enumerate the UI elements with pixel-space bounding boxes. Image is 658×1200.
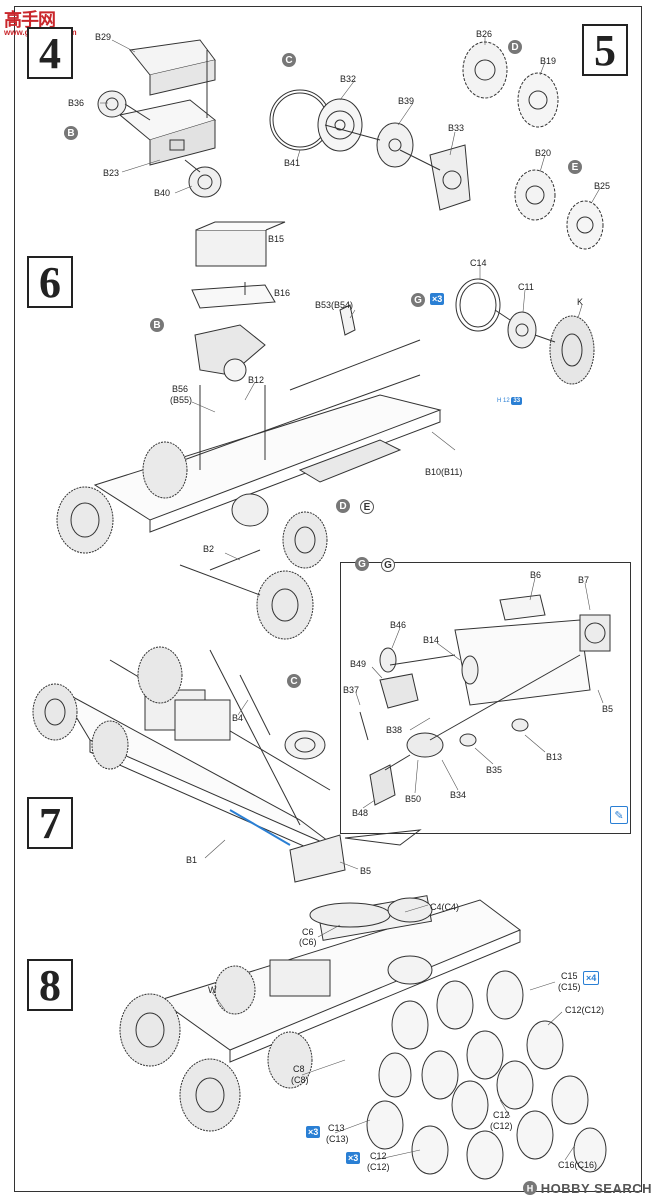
logo-title: 高手网 (4, 10, 56, 30)
detail-inset (340, 562, 631, 834)
part-label: (C8) (291, 1075, 309, 1085)
part-label: C6 (302, 927, 314, 937)
step6-art (56, 221, 595, 640)
part-label: C13 (328, 1123, 345, 1133)
part-label: B29 (95, 32, 112, 42)
sprue-marker: C (282, 53, 296, 67)
hobbysearch-logo-icon: H (522, 1181, 537, 1195)
part-label: C12 (493, 1110, 510, 1120)
part-label: B19 (540, 56, 557, 66)
quantity-badge: ×3 (306, 1126, 321, 1138)
part-label: W (208, 985, 217, 995)
part-label: (C13) (326, 1134, 349, 1144)
part-label: B7 (578, 575, 590, 585)
part-label: (C12) (367, 1162, 390, 1172)
step-5-number: 5 (582, 24, 628, 76)
part-label: B12 (248, 375, 265, 385)
part-label: B39 (398, 96, 415, 106)
watermark-mark: H (527, 1184, 534, 1194)
sprue-marker: G (381, 558, 395, 572)
part-label: C12 (370, 1151, 387, 1161)
hobbysearch-watermark: H HOBBY SEARCH (522, 1180, 652, 1196)
part-label: B48 (352, 808, 369, 818)
part-label: B5 (360, 866, 372, 876)
part-label: C4(C4) (430, 902, 460, 912)
part-label: B16 (274, 288, 291, 298)
part-label: B33 (448, 123, 465, 133)
part-label: B50 (405, 794, 422, 804)
part-label: C16(C16) (558, 1160, 598, 1170)
part-label: B4 (232, 713, 244, 723)
road-wheels (309, 897, 607, 1180)
part-label: B25 (594, 181, 611, 191)
leader-lines (100, 37, 604, 1161)
part-label: B26 (476, 29, 493, 39)
paint-number: 33 (511, 397, 523, 405)
part-label: B6 (530, 570, 542, 580)
part-label: B36 (68, 98, 85, 108)
step7-art (32, 646, 422, 883)
part-label: B35 (486, 765, 503, 775)
part-label: (C6) (299, 937, 317, 947)
step-7-number: 7 (27, 797, 73, 849)
sprue-marker: E (360, 500, 374, 514)
quantity-badge: ×4 (583, 971, 600, 985)
part-label: C8 (293, 1064, 305, 1074)
part-label: C12(C12) (565, 1005, 605, 1015)
step8-art (119, 895, 522, 1132)
part-label: (C15) (558, 982, 581, 992)
part-label: B56 (172, 384, 189, 394)
watermark-text: HOBBY SEARCH (540, 1180, 652, 1196)
part-label: C15 (561, 971, 578, 981)
part-label: (C12) (490, 1121, 513, 1131)
part-label: B5 (602, 704, 614, 714)
part-label: B41 (284, 158, 301, 168)
part-label: B10(B11) (425, 467, 463, 477)
sprue-marker: G (411, 293, 425, 307)
part-label: B2 (203, 544, 215, 554)
part-label: B15 (268, 234, 285, 244)
step-6-number: 6 (27, 256, 73, 308)
step-8-number: 8 (27, 959, 73, 1011)
part-label: B46 (390, 620, 407, 630)
part-label: B40 (154, 188, 171, 198)
step-4-number: 4 (27, 27, 73, 79)
part-label: B13 (546, 752, 563, 762)
sprue-marker: G (355, 557, 369, 571)
part-label: K (577, 297, 584, 307)
sprue-marker: C (287, 674, 301, 688)
paint-reference: H 12 33 (497, 397, 523, 405)
sprue-marker: D (508, 40, 522, 54)
part-label: C11 (518, 282, 534, 292)
step5-art (269, 41, 604, 250)
part-label: B53(B54) (315, 300, 354, 310)
inset-art (359, 594, 611, 806)
part-label: B37 (343, 685, 360, 695)
part-label: (B55) (170, 395, 193, 405)
part-label: B49 (350, 659, 367, 669)
sprue-marker: B (150, 318, 164, 332)
part-label: B38 (386, 725, 403, 735)
part-label: B32 (340, 74, 357, 84)
quantity-badge: ×3 (346, 1152, 361, 1164)
page-frame (14, 6, 642, 1192)
paint-code: H 12 (497, 398, 510, 404)
part-label: B23 (103, 168, 120, 178)
part-label: C14 (470, 258, 487, 268)
step4-art (97, 39, 222, 198)
sprue-marker: E (568, 160, 582, 174)
sprue-marker: B (64, 126, 78, 140)
part-label: B14 (423, 635, 440, 645)
quantity-badge: ×3 (430, 293, 445, 305)
part-label: B1 (186, 855, 198, 865)
part-label: B34 (450, 790, 467, 800)
sprue-marker: D (336, 499, 350, 513)
cement-tool-icon: ✎ (610, 806, 628, 824)
part-label: B20 (535, 148, 552, 158)
